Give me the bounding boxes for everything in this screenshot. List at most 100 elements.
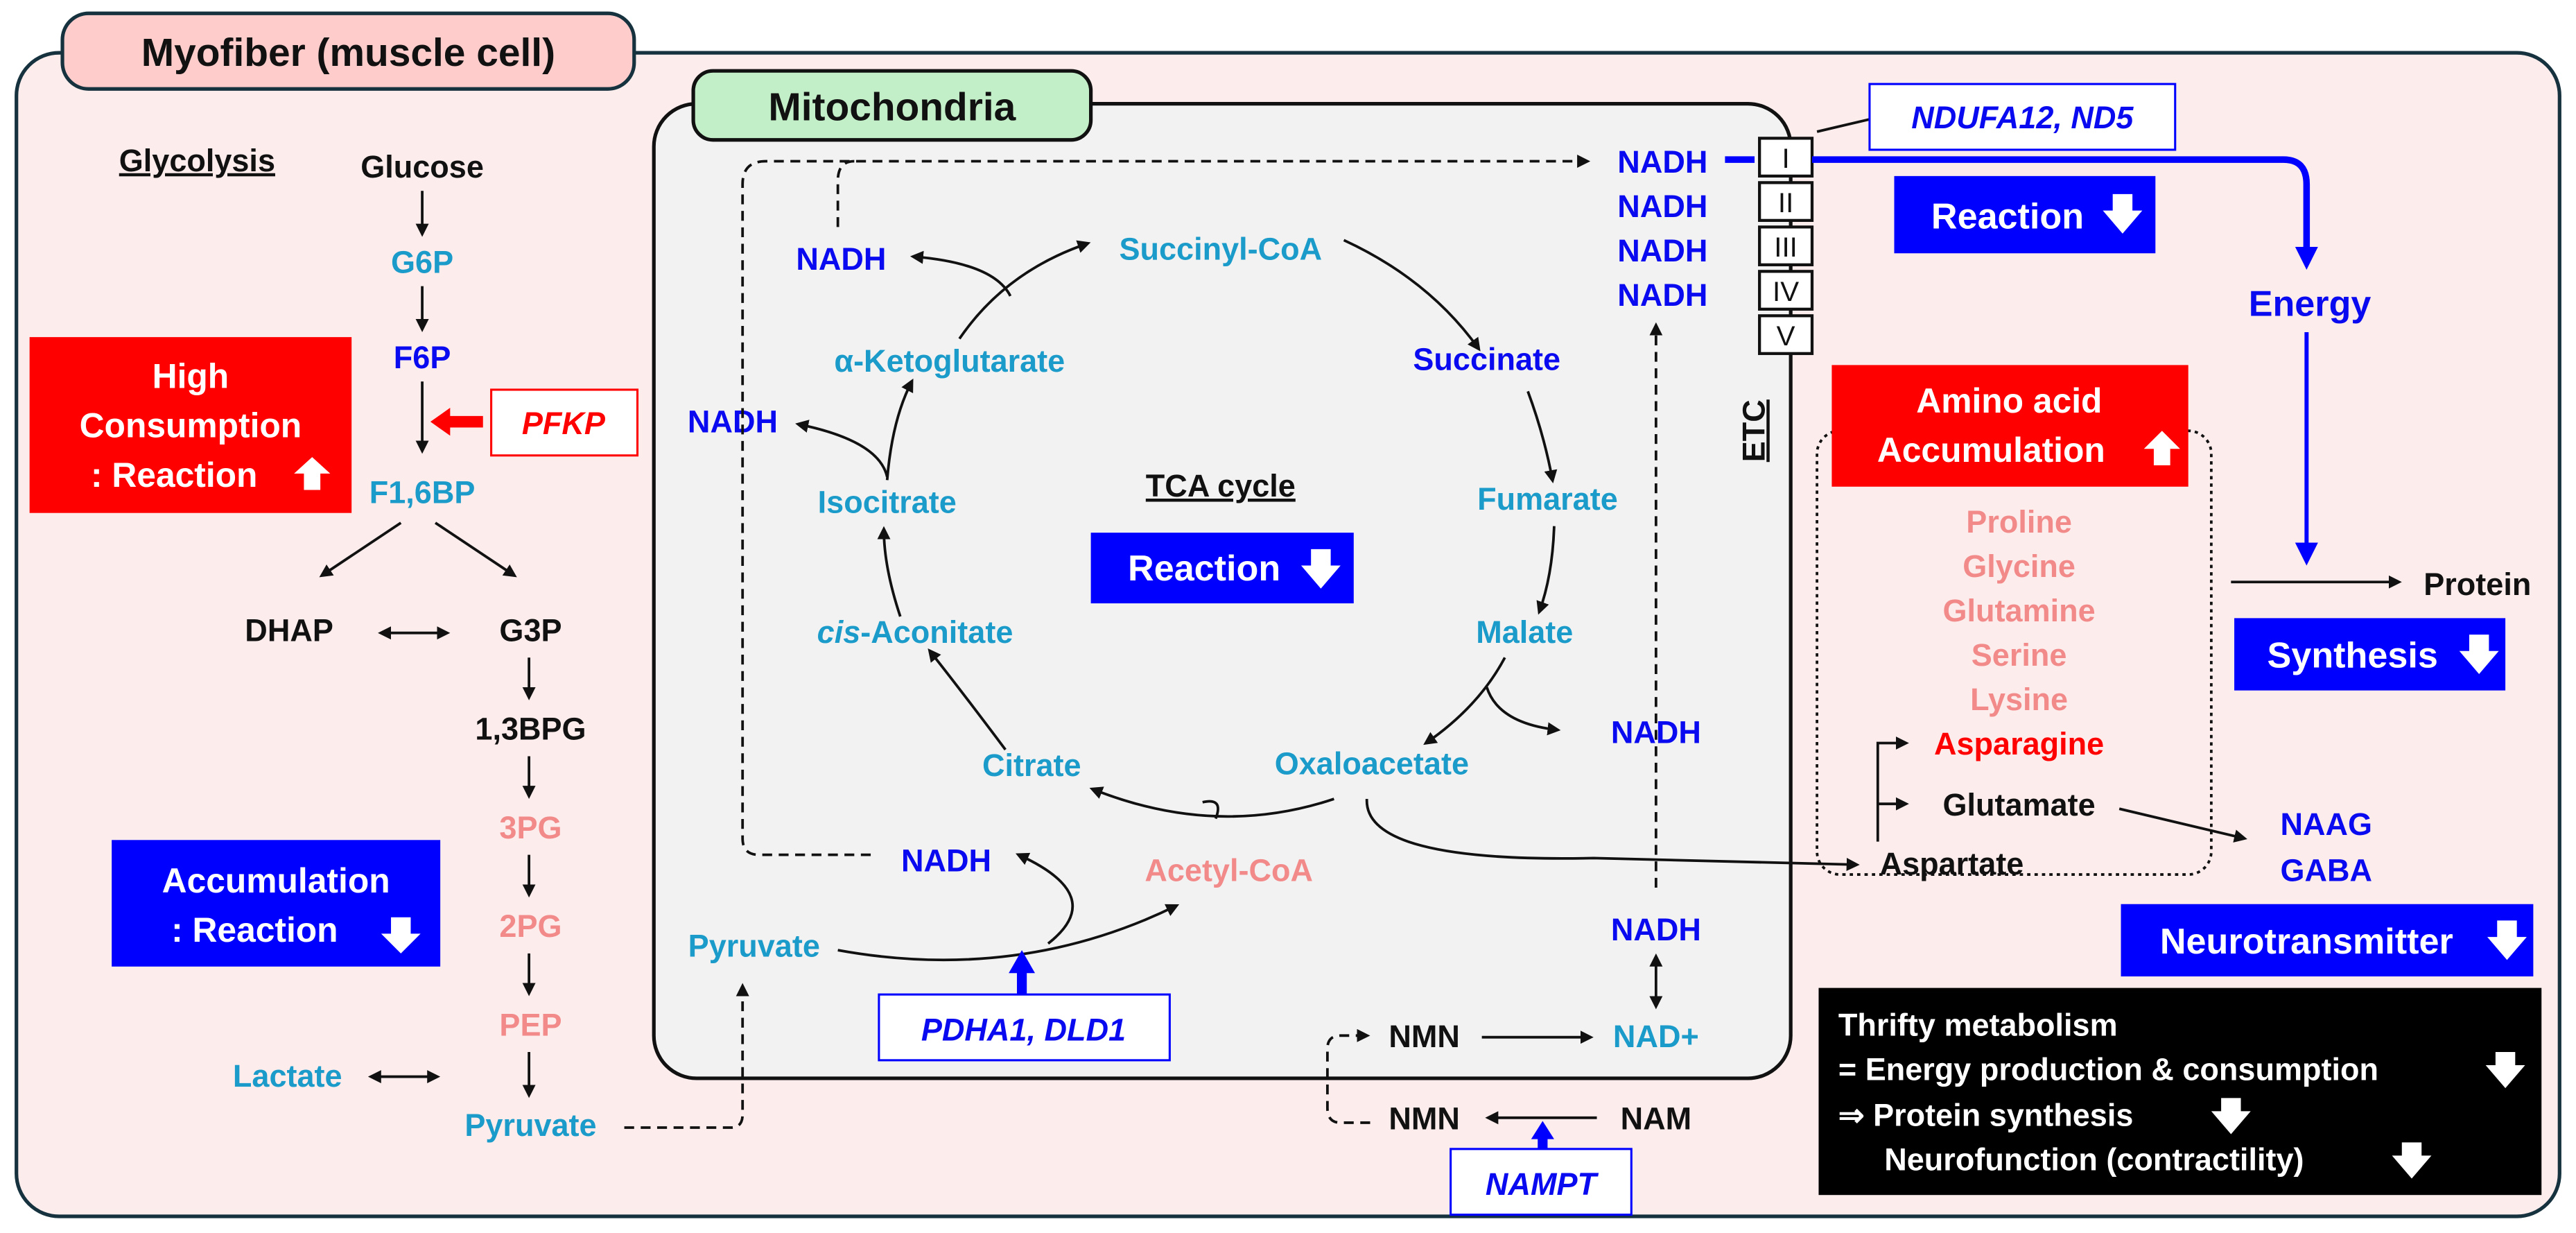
metabolite-pyruvate-mito: Pyruvate <box>688 929 820 964</box>
badge-line: Accumulation <box>162 861 390 900</box>
etc-complex-4 <box>1758 270 1814 311</box>
metabolite-nad-plus: NAD+ <box>1613 1019 1699 1054</box>
badge-line: : Reaction <box>91 456 258 494</box>
badge-line: : Reaction <box>171 911 338 949</box>
metabolite-succinyl-coa: Succinyl-CoA <box>1120 232 1323 267</box>
metabolite-cis-aconitate: cis-Aconitate <box>817 614 1013 650</box>
metabolite-glucose: Glucose <box>360 149 484 184</box>
enzyme-box-nampt <box>1450 1148 1633 1216</box>
synthesis-badge: Synthesis <box>2234 618 2506 691</box>
thrifty-metabolism-summary: Thrifty metabolism = Energy production &… <box>1818 988 2542 1196</box>
metabolite-g3p: G3P <box>499 613 562 648</box>
metabolite-lactate: Lactate <box>233 1058 342 1094</box>
arrow-down-icon <box>381 917 421 954</box>
metabolite-nmn-mito: NMN <box>1389 1019 1460 1054</box>
glycolysis-heading: Glycolysis <box>119 143 275 178</box>
metabolite-pyruvate-cytosol: Pyruvate <box>464 1107 596 1143</box>
amino-acid-pool: Amino acid Accumulation ProlineGlycineGl… <box>1816 365 2247 881</box>
enzyme-pfkp: PFKP <box>522 406 606 441</box>
amino-acid-glycine: Glycine <box>1963 549 2075 584</box>
metabolite-fumarate: Fumarate <box>1477 481 1618 517</box>
nadh-isocitrate: NADH <box>688 404 778 440</box>
nadh-etc-1: NADH <box>1617 144 1707 180</box>
metabolite-2pg: 2PG <box>499 908 562 944</box>
aconitate-suffix: -Aconitate <box>860 614 1013 650</box>
gaba-label: GABA <box>2281 853 2373 888</box>
energy-label: Energy <box>2249 284 2372 324</box>
amino-acid-asparagine: Asparagine <box>1934 726 2104 761</box>
tca-reaction-badge: Reaction <box>1090 533 1354 604</box>
enzyme-ndufa12-nd5: NDUFA12, ND5 <box>1911 100 2134 135</box>
mitochondria-title-pill <box>691 69 1093 142</box>
badge-line: Accumulation <box>1877 431 2105 469</box>
enzyme-box-pfkp <box>490 388 639 457</box>
amino-acid-serine: Serine <box>1972 637 2067 673</box>
metabolite-f16bp: F1,6BP <box>369 474 476 510</box>
amino-acid-accumulation-badge: Amino acid Accumulation <box>1831 365 2188 487</box>
enzyme-pdha1-dld1: PDHA1, DLD1 <box>921 1012 1126 1047</box>
amino-acid-lysine: Lysine <box>1970 682 2068 717</box>
etc-complex-3 <box>1758 225 1814 266</box>
metabolite-isocitrate: Isocitrate <box>818 485 957 520</box>
nadh-etc-4: NADH <box>1617 277 1707 313</box>
badge-line: Amino acid <box>1916 381 2102 420</box>
mitochondria-title: Mitochondria <box>768 85 1016 129</box>
metabolite-alpha-ketoglutarate: α-Ketoglutarate <box>834 343 1065 379</box>
myofiber-title-pill <box>60 11 636 91</box>
metabolite-pep: PEP <box>499 1007 562 1042</box>
up-regulation-arrow-icon <box>430 408 483 436</box>
badge-label: Neurotransmitter <box>2160 922 2453 962</box>
outputs: Protein Synthesis NAAG GABA Neurotransmi… <box>2121 567 2534 977</box>
summary-line: Neurofunction (contractility) <box>1884 1142 2304 1178</box>
etc-complex-5 <box>1758 314 1814 355</box>
naag-label: NAAG <box>2281 807 2373 842</box>
metabolite-f6p: F6P <box>394 340 451 375</box>
etc-label: ETC <box>1736 399 1771 462</box>
nadh-lower: NADH <box>1611 912 1701 947</box>
metabolite-nmn-cytosol: NMN <box>1389 1101 1460 1136</box>
summary-line: ⇒ Protein synthesis <box>1838 1098 2133 1133</box>
metabolite-malate: Malate <box>1476 614 1573 650</box>
enzyme-box-ndufa12 <box>1868 83 2177 151</box>
nadh-akg: NADH <box>796 241 886 277</box>
badge-label: Reaction <box>1931 197 2084 237</box>
summary-line: = Energy production & consumption <box>1838 1051 2378 1087</box>
enzyme-nampt: NAMPT <box>1486 1166 1599 1202</box>
etc-complex-label: I <box>1782 143 1789 174</box>
protein-label: Protein <box>2423 567 2531 602</box>
metabolite-citrate: Citrate <box>982 748 1081 783</box>
metabolite-nam: NAM <box>1621 1101 1692 1136</box>
etc-complex-label: II <box>1778 187 1793 218</box>
metabolite-acetyl-coa: Acetyl-CoA <box>1145 853 1313 888</box>
arrow-down-icon <box>2485 1052 2525 1089</box>
etc-complex-label: V <box>1777 320 1795 352</box>
cis-prefix: cis <box>817 614 861 650</box>
amino-acid-aspartate: Aspartate <box>1880 846 2024 881</box>
arrow-down-icon <box>2211 1098 2251 1135</box>
tca-cycle: TCA cycle Reaction Succinyl-CoA Succinat… <box>688 155 1860 1062</box>
amino-acid-glutamine: Glutamine <box>1943 593 2096 628</box>
etc-reaction-badge: Reaction <box>1894 175 2156 254</box>
nadh-etc-3: NADH <box>1617 233 1707 268</box>
metabolite-dhap: DHAP <box>245 613 333 648</box>
glycolysis-pathway: Glycolysis Glucose G6P F6P PFKP F1,6BP D… <box>29 143 749 1143</box>
amino-acid-glutamate: Glutamate <box>1943 787 2096 822</box>
high-consumption-badge: High Consumption : Reaction <box>29 337 352 513</box>
arrow-down-icon <box>2459 635 2499 674</box>
amino-acid-proline: Proline <box>1966 504 2072 540</box>
badge-label: Reaction <box>1128 549 1280 589</box>
nad-salvage: NADH NAD+ NMN NMN NAM NAMPT <box>1325 912 1701 1216</box>
arrow-down-icon <box>2392 1142 2432 1179</box>
etc-complex-2 <box>1758 181 1814 222</box>
nadh-pdh: NADH <box>901 843 991 878</box>
metabolite-succinate: Succinate <box>1413 342 1560 377</box>
metabolite-3pg: 3PG <box>499 810 562 845</box>
enzyme-box-pdh <box>878 993 1171 1062</box>
enzyme-upregulation-arrow-icon <box>1009 950 1036 997</box>
metabolite-13bpg: 1,3BPG <box>475 712 586 747</box>
badge-line: High <box>153 357 229 396</box>
